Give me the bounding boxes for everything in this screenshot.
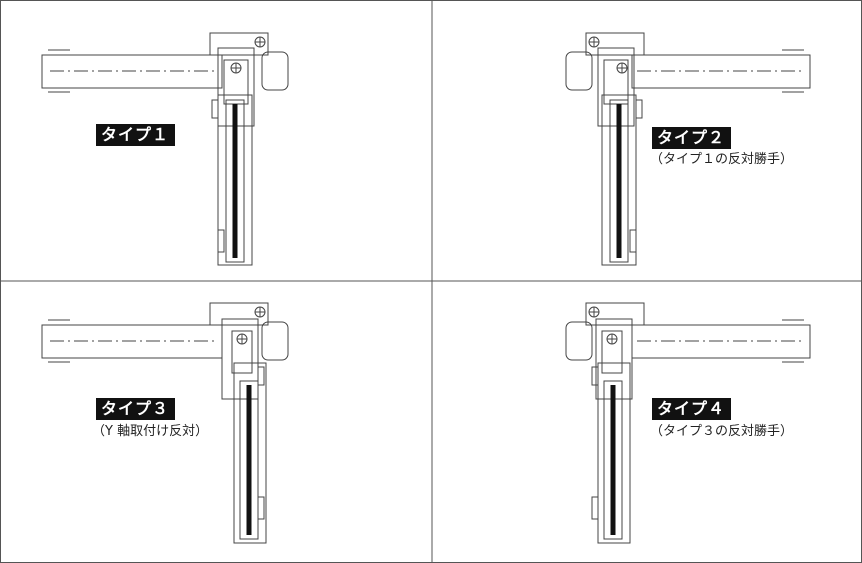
- type2-drawing: [565, 32, 811, 266]
- type4-drawing: [565, 302, 811, 544]
- type4-label: タイプ４: [652, 398, 732, 420]
- type2-label: タイプ２: [652, 127, 732, 149]
- type1-drawing: [41, 32, 289, 266]
- type3-note: （Y 軸取付け反対）: [92, 424, 209, 439]
- type1-label: タイプ１: [96, 124, 176, 146]
- type2-note: （タイプ１の反対勝手）: [650, 152, 794, 167]
- type3-label: タイプ３: [96, 398, 176, 420]
- type3-vertical-arm: [233, 362, 267, 544]
- type1-vertical-arm: [217, 94, 253, 266]
- type4-note: （タイプ３の反対勝手）: [650, 424, 794, 439]
- type1-horizontal-arm: [41, 54, 223, 89]
- type4-vertical-arm: [597, 362, 631, 544]
- type2-horizontal-arm: [631, 54, 811, 89]
- type3-drawing: [41, 302, 289, 544]
- type2-vertical-arm: [601, 94, 637, 266]
